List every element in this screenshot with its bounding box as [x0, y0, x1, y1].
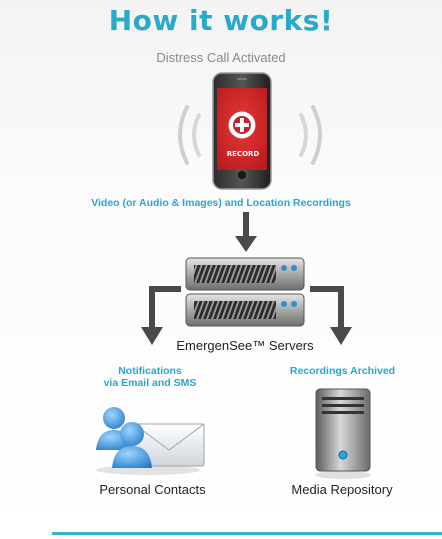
server-rack-icon: [185, 257, 305, 327]
page-title: How it works!: [108, 4, 334, 37]
smartphone-icon: [212, 72, 272, 190]
recordings-archived-label: Recordings Archived: [289, 365, 396, 377]
media-repository-label: Media Repository: [291, 482, 393, 497]
notifications-label-line1: Notifications: [118, 365, 182, 377]
right-elbow-arrow-icon: [310, 286, 352, 345]
distress-call-label: Distress Call Activated: [156, 50, 286, 65]
personal-contacts-label: Personal Contacts: [99, 482, 206, 497]
left-elbow-arrow-icon: [141, 286, 181, 345]
servers-label: EmergenSee™ Servers: [176, 338, 314, 353]
notifications-label-line2: via Email and SMS: [103, 377, 197, 389]
media-repository-icon: [315, 388, 371, 479]
record-button-label: RECORD: [226, 150, 260, 158]
contacts-email-icon: [96, 407, 205, 475]
signal-waves-icon: [178, 105, 322, 165]
bottom-divider: [52, 532, 442, 535]
down-arrow-icon: [235, 212, 257, 252]
notifications-label: Notifications via Email and SMS: [85, 365, 215, 389]
recordings-caption: Video (or Audio & Images) and Location R…: [91, 197, 351, 209]
